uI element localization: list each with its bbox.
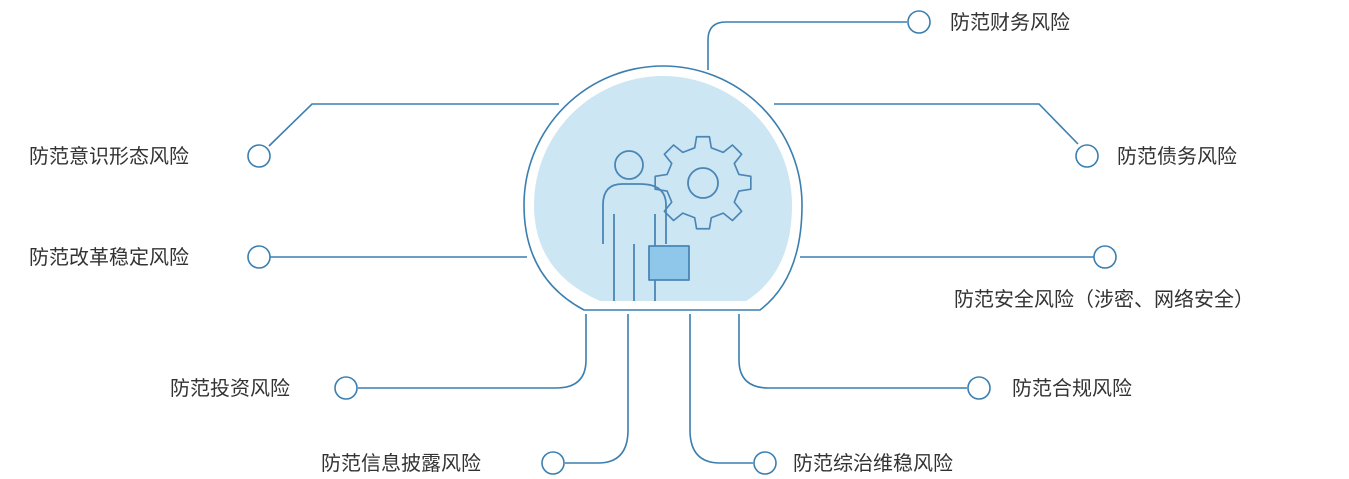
- connector-disclosure: [565, 314, 629, 464]
- risk-label-debt: 防范债务风险: [1117, 144, 1237, 168]
- risk-label-disclosure: 防范信息披露风险: [321, 451, 481, 475]
- risk-label-reform: 防范改革稳定风险: [29, 245, 189, 269]
- connector-compliance: [738, 314, 967, 389]
- node-debt: [1075, 144, 1099, 168]
- connector-financial: [707, 21, 907, 70]
- risk-label-ideology: 防范意识形态风险: [29, 144, 189, 168]
- person-head-icon: [614, 150, 644, 180]
- person-with-gear-icon: [602, 135, 752, 301]
- connector-stability: [689, 314, 753, 464]
- dome-outline: [523, 65, 803, 311]
- connector-debt: [774, 103, 1079, 145]
- risk-label-investment: 防范投资风险: [170, 376, 290, 400]
- connector-ideology: [268, 103, 559, 147]
- node-compliance: [967, 376, 991, 400]
- node-reform: [247, 245, 271, 269]
- risk-label-financial: 防范财务风险: [950, 10, 1070, 34]
- risk-label-compliance: 防范合规风险: [1012, 376, 1132, 400]
- risk-label-stability: 防范综治维稳风险: [793, 451, 953, 475]
- briefcase-icon: [648, 245, 690, 281]
- node-security: [1093, 245, 1117, 269]
- node-disclosure: [541, 451, 565, 475]
- dome-fill: [534, 76, 792, 301]
- node-financial: [907, 10, 931, 34]
- node-investment: [334, 376, 358, 400]
- gear-icon: [654, 135, 752, 230]
- node-ideology: [247, 144, 271, 168]
- person-body-icon: [602, 183, 667, 244]
- node-stability: [753, 451, 777, 475]
- connector-investment: [358, 314, 587, 389]
- risk-label-security: 防范安全风险（涉密、网络安全）: [954, 287, 1254, 311]
